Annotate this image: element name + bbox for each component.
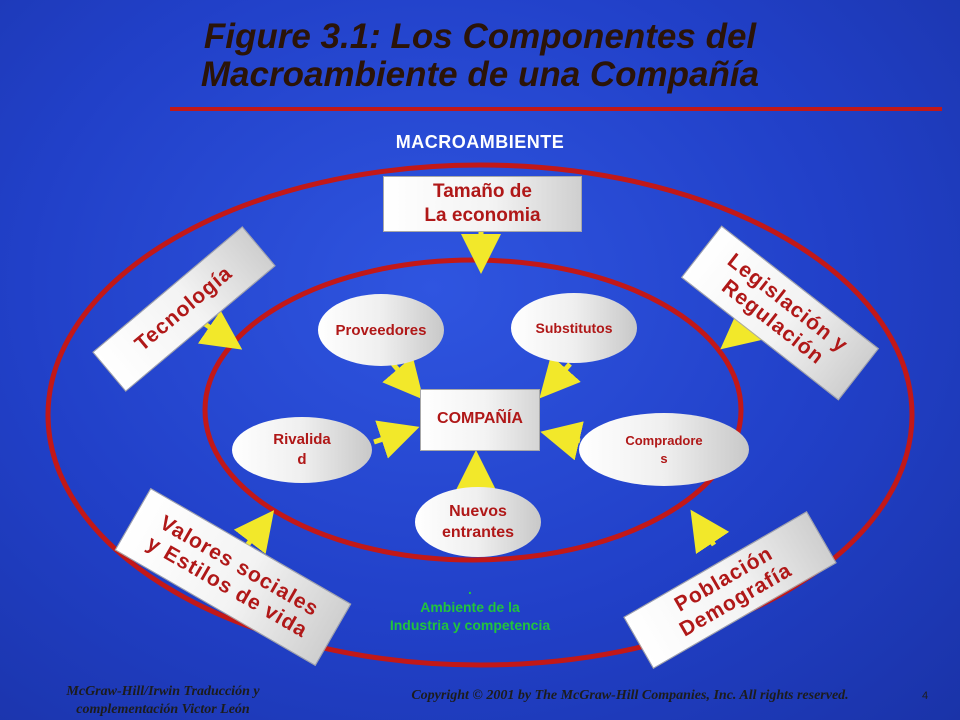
arrow-compradores [540, 421, 584, 461]
industry-label-dot: . [468, 581, 472, 597]
industry-label-line-1: Ambiente de la [420, 599, 520, 615]
force-compradores-line-1: Compradore [625, 432, 703, 448]
force-compradores-line-2: s [660, 450, 668, 466]
factor-economia-line-1: Tamaño de [433, 181, 532, 202]
force-proveedores: Proveedores [318, 294, 444, 366]
force-substitutos-label: Substitutos [535, 320, 613, 336]
arrow-rivalidad [373, 420, 420, 459]
company-box: COMPAÑÍA [420, 389, 540, 451]
force-nuevos-line-2: entrantes [441, 524, 515, 541]
title-line-1: Figure 3.1: Los Componentes del [203, 17, 757, 56]
footer-credit-line-1: McGraw-Hill/Irwin Traducción y [66, 684, 260, 699]
macroambiente-label: MACROAMBIENTE [395, 132, 565, 152]
factor-economia: Tamaño de La economia [383, 176, 582, 232]
force-compradores: Compradore s [579, 413, 749, 486]
force-rivalidad-line-1: Rivalida [273, 431, 331, 448]
arrow-tecnologia [197, 310, 243, 350]
arrow-poblacion [690, 509, 730, 555]
industry-environment-label: . Ambiente de la Industria y competencia [360, 580, 580, 634]
industry-label-line-2: Industria y competencia [389, 617, 551, 633]
arrow-proveedores [382, 356, 424, 400]
footer-copyright: Copyright © 2001 by The McGraw-Hill Comp… [411, 688, 849, 703]
factor-economia-line-2: La economia [424, 205, 541, 226]
page-number: 4 [922, 690, 929, 702]
force-nuevos-line-1: Nuevos [449, 503, 507, 520]
force-rivalidad: Rivalida d [232, 417, 372, 483]
force-proveedores-label: Proveedores [335, 321, 427, 339]
force-rivalidad-line-2: d [297, 451, 307, 468]
page-title: Figure 3.1: Los Componentes del Macroamb… [0, 18, 960, 94]
macroenvironment-ring [45, 162, 915, 668]
force-substitutos: Substitutos [511, 293, 637, 363]
company-label: COMPAÑÍA [437, 410, 523, 427]
force-nuevos-entrantes: Nuevos entrantes [415, 487, 541, 557]
footer-credit: McGraw-Hill/Irwin Traducción y complemen… [28, 683, 298, 719]
arrow-substitutos [539, 355, 581, 399]
arrow-valores [233, 510, 275, 554]
title-line-2: Macroambiente de una Compañía [200, 55, 760, 94]
title-divider [170, 107, 942, 111]
footer-credit-line-2: complementación Victor León [76, 702, 250, 717]
